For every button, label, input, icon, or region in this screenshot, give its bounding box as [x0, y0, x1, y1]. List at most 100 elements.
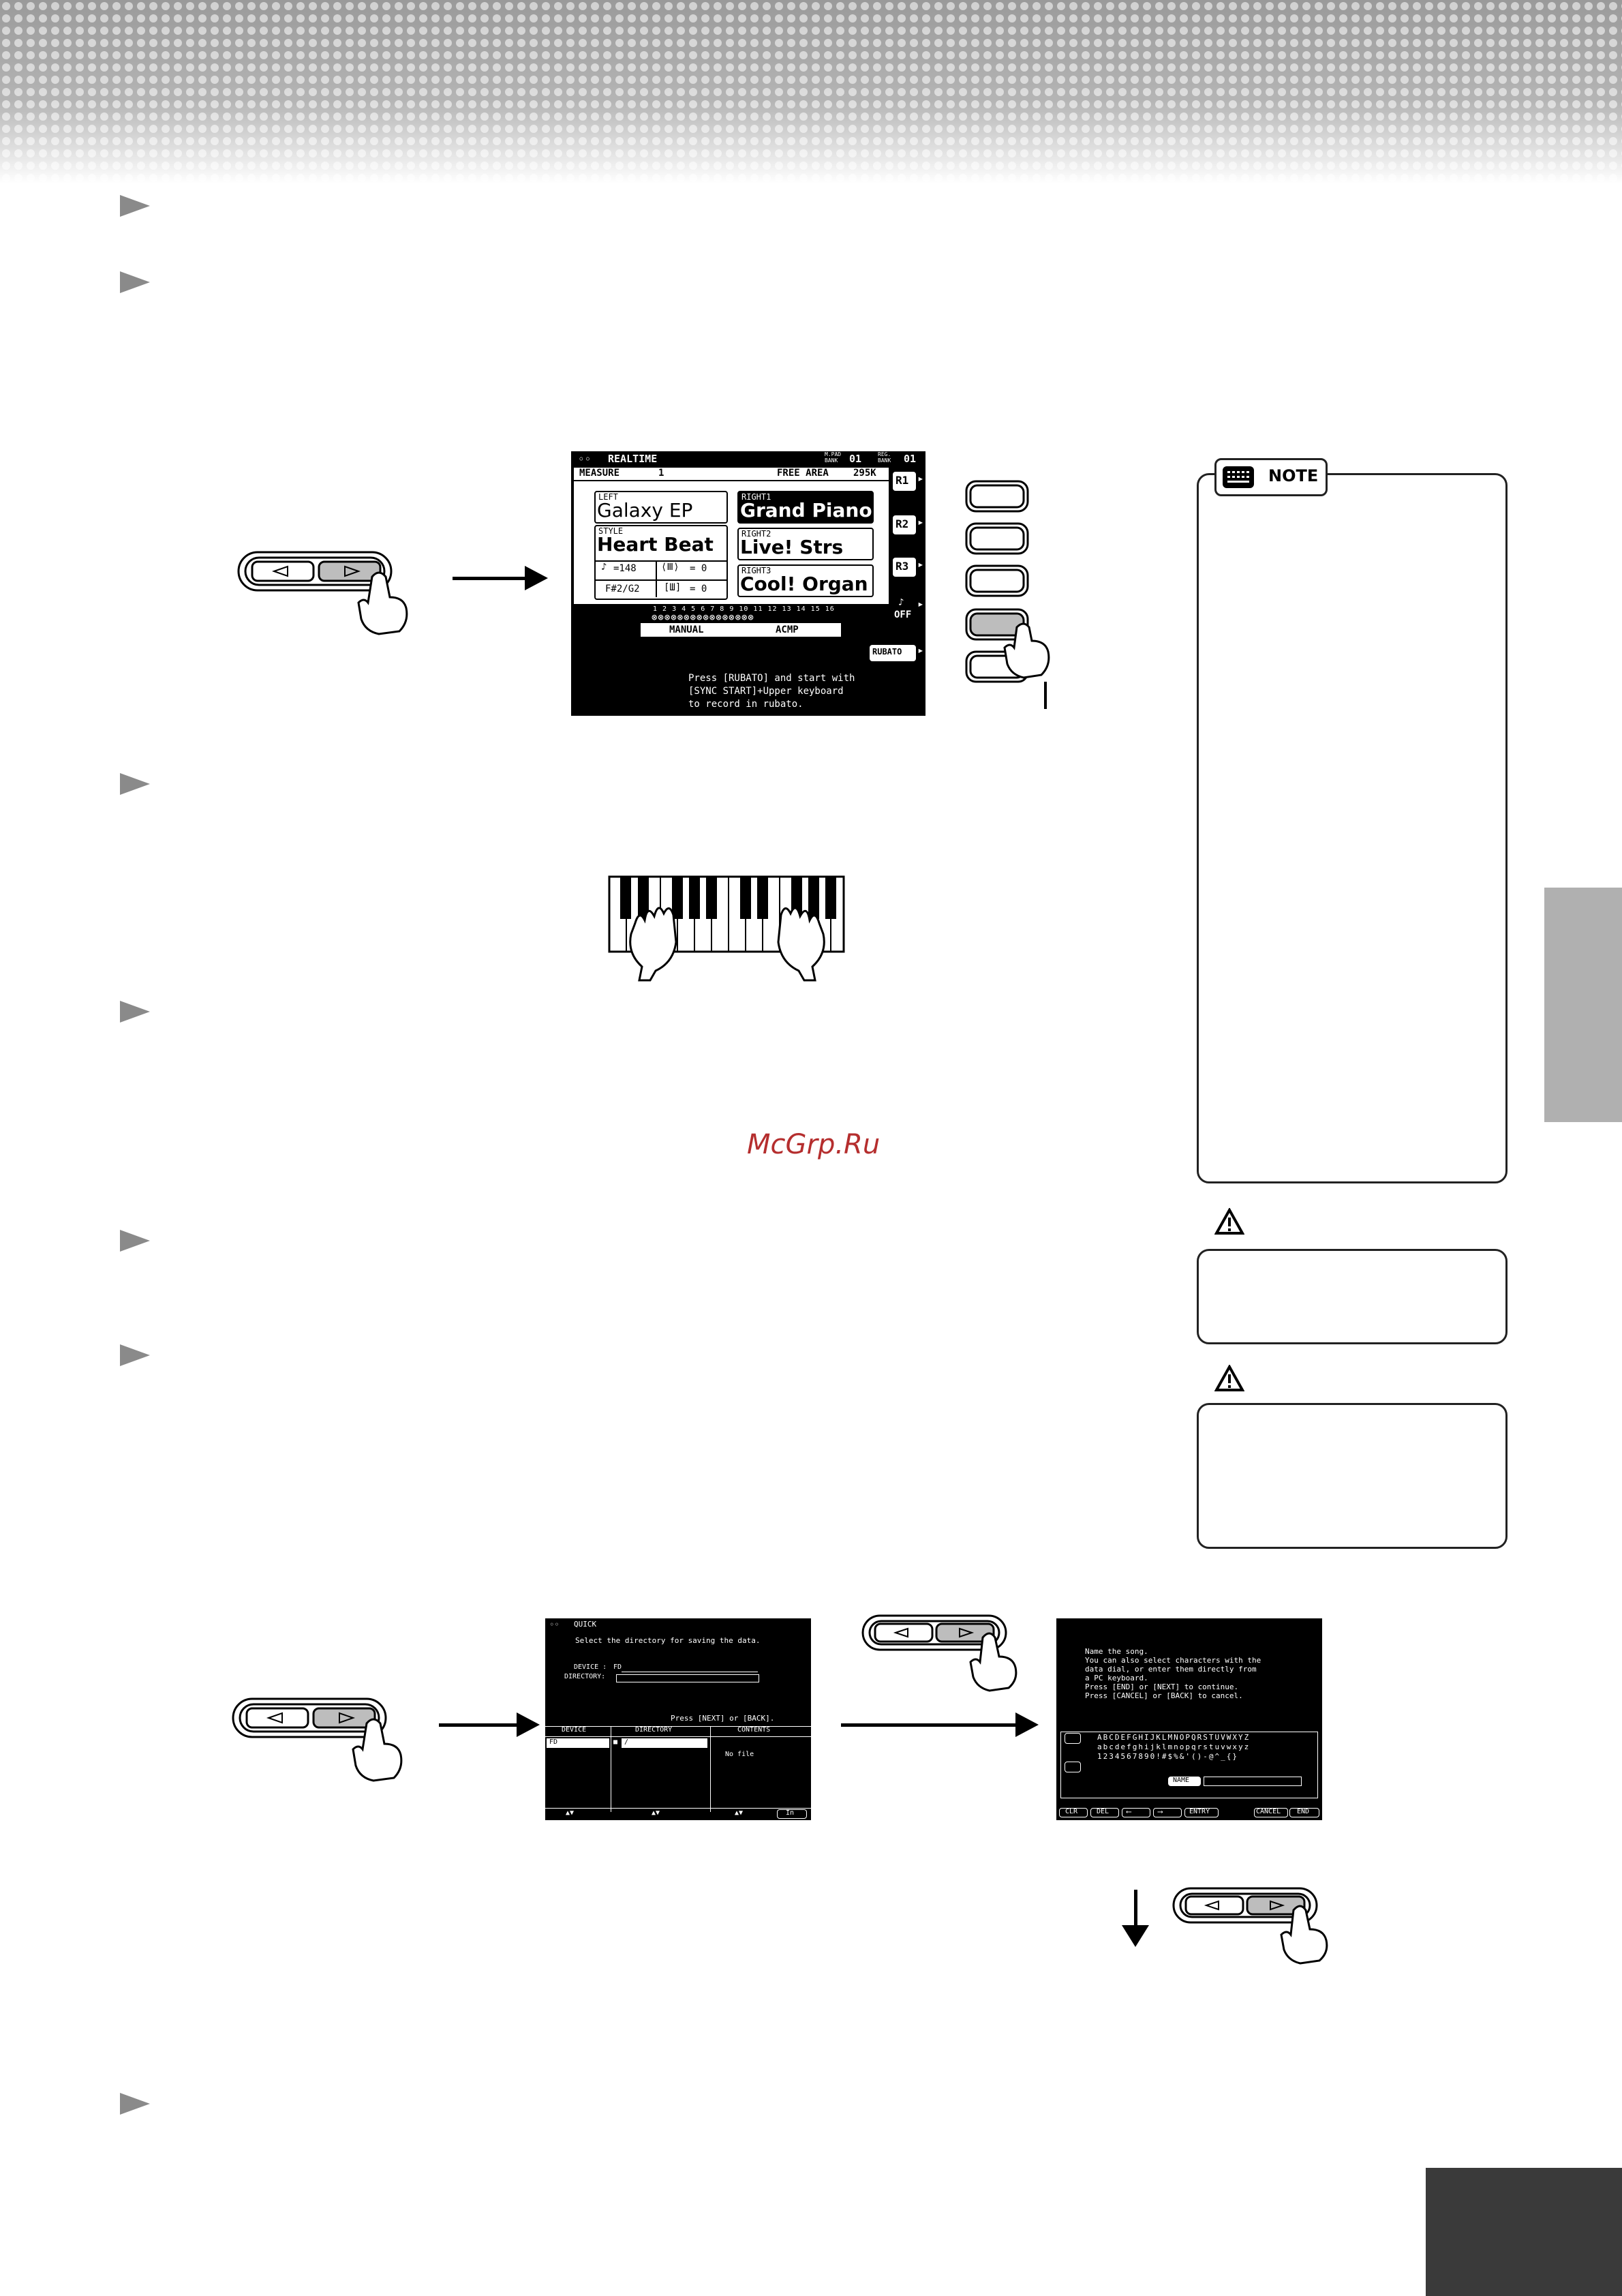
table-header — [545, 1726, 811, 1737]
clr-button[interactable]: CLR — [1059, 1808, 1088, 1817]
back-next-button-illustration — [237, 551, 408, 635]
scroll-arrows-icon[interactable]: ▲▼ — [735, 1809, 744, 1817]
side-off-arrow: ▸ — [917, 597, 924, 610]
directory-label: DIRECTORY: — [564, 1673, 606, 1680]
reg-bank-label: REG. BANK — [878, 451, 891, 464]
col-device: DEVICE — [562, 1726, 587, 1734]
chars-digits[interactable]: 1234567890!#$%&'()-@^_{} — [1097, 1752, 1238, 1761]
free-area-label: FREE AREA — [777, 468, 829, 479]
free-area-value: 295K — [853, 468, 876, 479]
rubato-message: Press [RUBATO] and start with [SYNC STAR… — [688, 673, 855, 710]
del-button[interactable]: DEL — [1090, 1808, 1119, 1817]
side-r1[interactable]: R1 — [893, 472, 916, 491]
quick-title: QUICK — [574, 1620, 597, 1629]
scroll-arrows-icon[interactable]: ▲▼ — [566, 1809, 575, 1817]
name-song-message: Name the song. You can also select chara… — [1085, 1647, 1261, 1700]
bottom-bar — [545, 1808, 811, 1821]
col-directory: DIRECTORY — [635, 1726, 673, 1734]
arrow — [439, 1723, 521, 1727]
side-r2-arrow: ▸ — [917, 515, 924, 528]
lcd-main-screen: ◦◦ REALTIME M.PAD BANK 01 REG. BANK 01 M… — [571, 451, 925, 716]
caution-icon — [1214, 1365, 1244, 1391]
next-back-hint: Press [NEXT] or [BACK]. — [671, 1714, 775, 1723]
voice-right1-box[interactable]: RIGHT1 Grand Piano — [737, 491, 874, 524]
measure-bar — [574, 468, 889, 480]
step-bullet — [120, 195, 150, 217]
style-box[interactable]: STYLE Heart Beat ♪ =148 ⟨Ⅲ⟩ = 0 F#2/G2 [… — [594, 525, 728, 600]
end-button[interactable]: END — [1289, 1808, 1319, 1817]
right2-voice-name: Live! Strs — [740, 536, 844, 558]
mpad-bank-label: M.PAD BANK — [825, 451, 842, 464]
directory-row-selected[interactable] — [622, 1738, 707, 1748]
character-panel — [1060, 1732, 1318, 1798]
note-panel — [1197, 473, 1508, 1183]
folder-icon: ■ — [613, 1738, 618, 1746]
arrow-left-icon: ⟵ — [1127, 1807, 1131, 1816]
voice-right3-box[interactable]: RIGHT3 Cool! Organ — [737, 564, 874, 597]
arrow-head — [525, 566, 548, 590]
caution-panel — [1197, 1249, 1508, 1344]
measure-label: MEASURE — [579, 468, 620, 479]
chars-lower[interactable]: abcdefghijklmnopqrstuvwxyz — [1097, 1742, 1251, 1751]
note-header: NOTE — [1214, 458, 1328, 496]
mpad-bank-value: 01 — [849, 453, 862, 465]
section-tab — [1544, 888, 1622, 1122]
side-rubato-arrow: ▸ — [917, 644, 924, 656]
side-off[interactable]: OFF — [894, 609, 912, 620]
keyboard-hands-illustration — [608, 875, 845, 982]
channel-indicators: ⊗⊗⊗⊗⊗⊗⊗⊗⊗⊗⊗⊗⊗⊗⊗⊗ — [652, 612, 754, 623]
side-r1-arrow: ▸ — [917, 472, 924, 485]
mode-label: REALTIME — [608, 453, 658, 465]
voice-right2-box[interactable]: RIGHT2 Live! Strs — [737, 528, 874, 560]
step-bullet — [120, 271, 150, 293]
side-r2[interactable]: R2 — [893, 515, 916, 534]
cassette-icon: ◦◦ — [578, 453, 592, 466]
directory-prompt: Select the directory for saving the data… — [575, 1636, 761, 1645]
lcd-name-entry-screen: Name the song. You can also select chara… — [1056, 1618, 1322, 1820]
char-set-lower[interactable] — [1065, 1762, 1081, 1772]
channel-numbers: 1 2 3 4 5 6 7 8 9 10 11 12 13 14 15 16 — [653, 605, 835, 613]
back-next-button-illustration — [232, 1697, 403, 1782]
arrow-right-icon: ⟶ — [1158, 1807, 1163, 1816]
page-corner-block — [1426, 2168, 1622, 2296]
left-voice-name: Galaxy EP — [597, 499, 693, 522]
name-input[interactable] — [1204, 1777, 1302, 1786]
next-button-illustration — [861, 1614, 1017, 1692]
arrow — [453, 577, 527, 580]
arrow-head — [1015, 1712, 1039, 1737]
step-bullet — [120, 1001, 150, 1023]
cursor-right-button[interactable]: ⟶ — [1153, 1807, 1182, 1817]
manual-acmp-bar — [641, 623, 841, 637]
scroll-arrows-icon[interactable]: ▲▼ — [652, 1809, 660, 1817]
step-bullet — [120, 1344, 150, 1366]
voice-left-box[interactable]: LEFT Galaxy EP — [594, 491, 728, 524]
device-value: FD — [613, 1663, 622, 1671]
caution-icon — [1214, 1208, 1244, 1235]
lcd-side-buttons — [965, 480, 1050, 709]
in-button[interactable]: In — [777, 1809, 807, 1819]
watermark: McGrp.Ru — [747, 1129, 881, 1160]
octave-icon: [Ш] — [664, 582, 682, 593]
arrow-head-down — [1122, 1925, 1149, 1947]
arrow-down — [1134, 1890, 1137, 1931]
side-r3[interactable]: R3 — [893, 558, 916, 577]
arrow-head — [517, 1712, 540, 1737]
split-point: F#2/G2 — [605, 584, 640, 594]
right1-voice-name: Grand Piano — [740, 499, 872, 522]
row-device: FD — [549, 1738, 558, 1746]
step-bullet — [120, 1230, 150, 1252]
char-set-upper[interactable] — [1065, 1733, 1081, 1744]
chars-upper[interactable]: ABCDEFGHIJKLMNOPQRSTUVWXYZ — [1097, 1733, 1251, 1742]
cancel-button[interactable]: CANCEL — [1254, 1808, 1288, 1817]
directory-field[interactable] — [616, 1674, 759, 1682]
metronome-icon: ♪ — [601, 562, 607, 573]
entry-button[interactable]: ENTRY — [1184, 1808, 1219, 1817]
side-rubato[interactable]: RUBATO — [870, 645, 916, 661]
table-divider — [710, 1726, 711, 1812]
step-bullet — [120, 773, 150, 795]
row-directory: / — [624, 1738, 629, 1746]
device-row-selected[interactable] — [547, 1738, 609, 1748]
lcd-quick-save-screen: ◦◦ QUICK Select the directory for saving… — [545, 1618, 811, 1820]
measure-value: 1 — [658, 468, 664, 479]
cursor-left-button[interactable]: ⟵ — [1122, 1807, 1150, 1817]
